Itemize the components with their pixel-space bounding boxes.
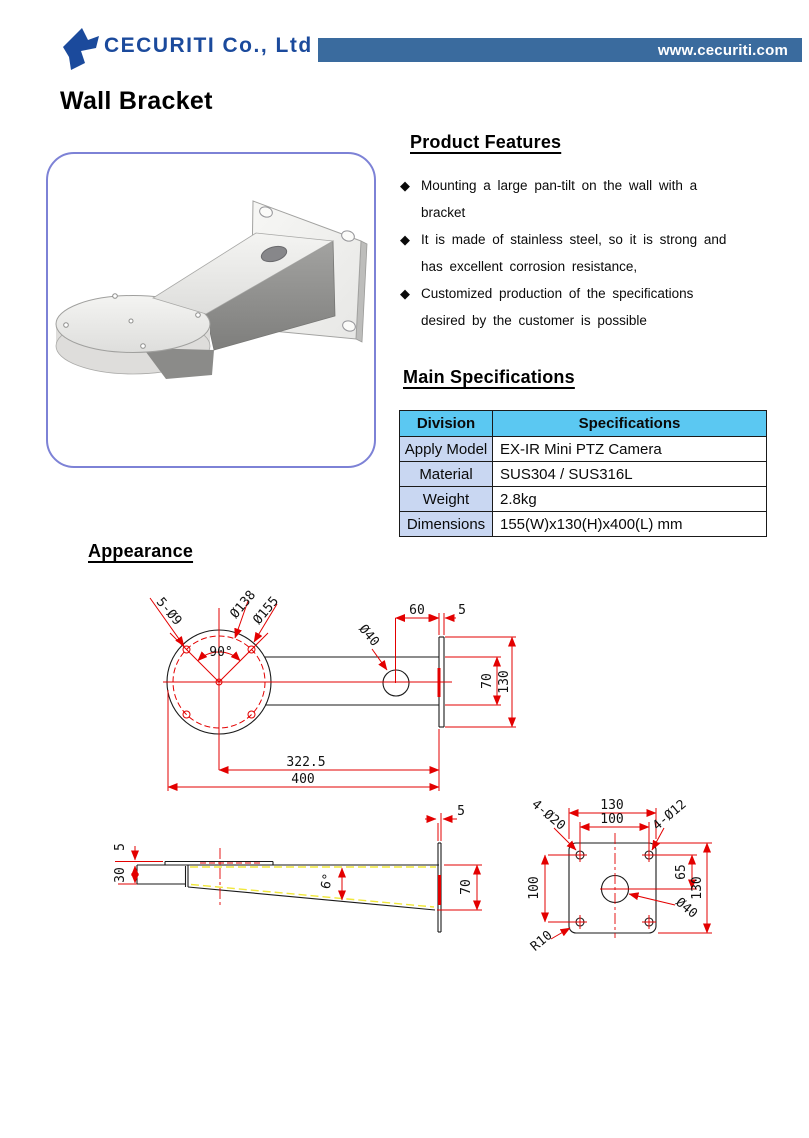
feature-text: It is made of stainless steel, so it is … <box>421 232 727 274</box>
dim-60-label: 60 <box>409 603 425 618</box>
face-dim-100-left-label: 100 <box>527 876 542 899</box>
side-dim-5-right-label: 5 <box>457 804 465 819</box>
face-view-drawing: 130 100 4-Ø20 4-Ø12 100 65 130 Ø <box>527 797 712 955</box>
diamond-bullet-icon: ◆ <box>400 286 410 301</box>
specifications-table: Division Specifications Apply Model EX-I… <box>399 410 767 537</box>
feature-item: ◆ It is made of stainless steel, so it i… <box>400 226 802 280</box>
dim-400-label: 400 <box>291 772 314 787</box>
row-value: 155(W)x130(H)x400(L) mm <box>492 511 767 537</box>
header-bar: www.cecuriti.com <box>318 38 802 62</box>
features-heading: Product Features <box>410 132 562 152</box>
row-value: EX-IR Mini PTZ Camera <box>492 436 767 462</box>
dim-5-label: 5 <box>458 603 466 618</box>
table-row: Material SUS304 / SUS316L <box>399 461 767 487</box>
feature-text: Mounting a large pan-tilt on the wall wi… <box>421 178 698 220</box>
side-dim-30-label: 30 <box>113 867 128 883</box>
row-value: 2.8kg <box>492 486 767 512</box>
diamond-bullet-icon: ◆ <box>400 232 410 247</box>
feature-item: ◆ Customized production of the specifica… <box>400 280 802 334</box>
side-dim-5-left-label: 5 <box>113 843 128 851</box>
side-dim-70-label: 70 <box>459 879 474 895</box>
dia-40-label: Ø40 <box>355 622 382 650</box>
callout-4d20-label: 4-Ø20 <box>528 797 568 834</box>
feature-item: ◆ Mounting a large pan-tilt on the wall … <box>400 172 802 226</box>
dim-130-label: 130 <box>497 670 512 693</box>
hole-center-crosses <box>573 848 656 929</box>
website-link[interactable]: www.cecuriti.com <box>657 41 788 59</box>
appearance-heading: Appearance <box>88 541 194 561</box>
row-label: Material <box>399 461 493 487</box>
features-list: ◆ Mounting a large pan-tilt on the wall … <box>400 172 802 334</box>
face-dim-65-label: 65 <box>674 864 689 880</box>
row-label: Apply Model <box>399 436 493 462</box>
page-title: Wall Bracket <box>60 87 213 115</box>
side-angle-6-label: 6° <box>319 872 337 890</box>
table-row: Apply Model EX-IR Mini PTZ Camera <box>399 436 767 462</box>
specifications-heading: Main Specifications <box>403 367 575 387</box>
column-header-division: Division <box>399 410 493 437</box>
face-dim-100-top-label: 100 <box>600 812 623 827</box>
angle-90-label: 90° <box>209 645 232 660</box>
side-view-drawing: 5 30 6° 5 70 <box>113 804 482 933</box>
company-name: CECURITI Co., Ltd <box>104 34 313 57</box>
table-header-row: Division Specifications <box>399 410 767 437</box>
column-header-specifications: Specifications <box>492 410 767 437</box>
row-value: SUS304 / SUS316L <box>492 461 767 487</box>
row-label: Dimensions <box>399 511 493 537</box>
dim-70-label: 70 <box>480 673 495 689</box>
dim-322-5-label: 322.5 <box>286 755 325 770</box>
company-logo-icon <box>63 28 99 70</box>
face-dim-130-right-label: 130 <box>690 876 705 899</box>
top-view-drawing: 60 5 70 130 322.5 400 90° 5-Ø9 Ø138 Ø155… <box>149 588 516 791</box>
product-image-frame <box>46 152 376 468</box>
product-image <box>55 200 368 379</box>
technical-drawings: 60 5 70 130 322.5 400 90° 5-Ø9 Ø138 Ø155… <box>113 588 712 955</box>
face-dim-130-top-label: 130 <box>600 798 623 813</box>
corner-r10-label: R10 <box>528 928 556 955</box>
table-row: Dimensions 155(W)x130(H)x400(L) mm <box>399 511 767 537</box>
row-label: Weight <box>399 486 493 512</box>
table-row: Weight 2.8kg <box>399 486 767 512</box>
diamond-bullet-icon: ◆ <box>400 178 410 193</box>
feature-text: Customized production of the specificati… <box>421 286 694 328</box>
